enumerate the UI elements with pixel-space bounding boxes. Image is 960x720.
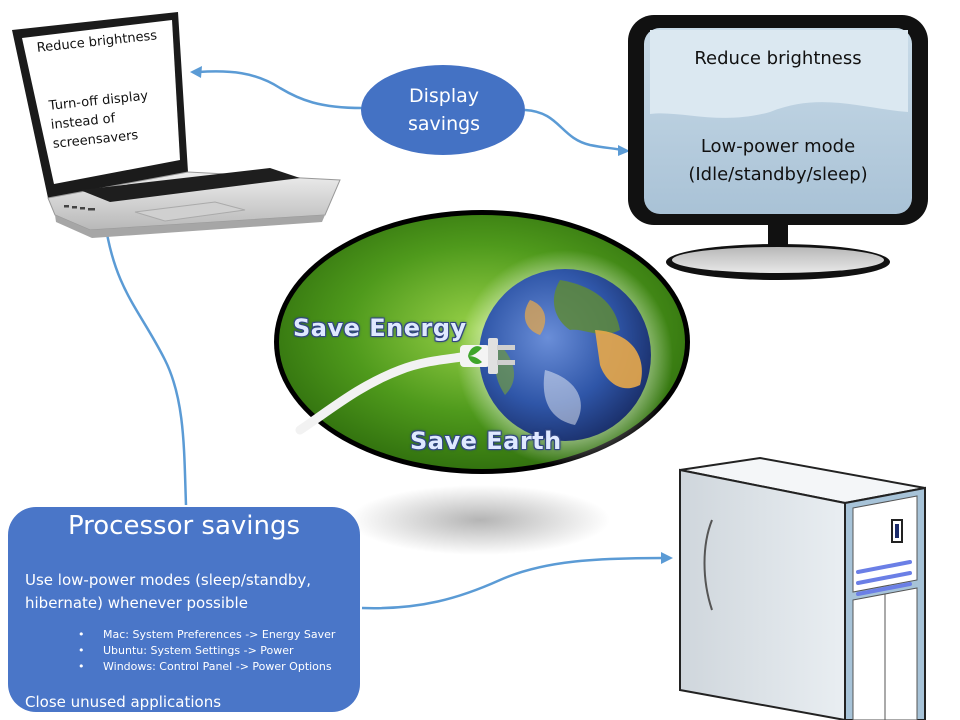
list-item-windows: Windows: Control Panel -> Power Options <box>78 659 335 675</box>
list-item-ubuntu: Ubuntu: System Settings -> Power <box>78 643 335 659</box>
monitor-text-reduce-brightness: Reduce brightness <box>694 48 862 69</box>
connector-display-to-laptop <box>197 70 363 110</box>
processor-savings-body: Use low-power modes (sleep/standby, hibe… <box>25 569 355 615</box>
arrowhead-tower <box>661 552 673 564</box>
laptop-illustration <box>12 12 341 238</box>
arrowhead-monitor <box>618 145 630 156</box>
connector-processor-to-laptop <box>103 221 188 506</box>
display-savings-label: Display savings <box>408 82 480 138</box>
processor-os-list: Mac: System Preferences -> Energy Saver … <box>78 627 335 675</box>
save-energy-label: Save Energy <box>293 314 467 342</box>
tower-pc-illustration <box>679 456 926 720</box>
processor-savings-title: Processor savings <box>67 511 301 541</box>
processor-close-apps: Close unused applications <box>25 693 222 711</box>
display-savings-line1: Display <box>408 85 480 107</box>
processor-body-line2: hibernate) whenever possible <box>25 594 248 612</box>
monitor-text-low-power: Low-power mode <box>700 136 856 157</box>
list-item-mac: Mac: System Preferences -> Energy Saver <box>78 627 335 643</box>
monitor-text-idle-standby: (Idle/standby/sleep) <box>688 164 868 185</box>
processor-savings-box: Processor savings Use low-power modes (s… <box>8 507 360 712</box>
monitor-illustration <box>628 15 928 280</box>
save-energy-earth-image <box>274 210 690 474</box>
connector-processor-to-tower <box>361 556 666 610</box>
connector-lines <box>98 66 673 610</box>
arrowhead-laptop-top <box>190 66 202 78</box>
display-savings-bubble <box>361 65 525 155</box>
save-earth-label: Save Earth <box>410 427 562 455</box>
display-savings-line2: savings <box>408 113 481 135</box>
processor-body-line1: Use low-power modes (sleep/standby, <box>25 571 312 589</box>
center-shadow <box>350 485 610 555</box>
connector-display-to-monitor <box>524 108 623 152</box>
